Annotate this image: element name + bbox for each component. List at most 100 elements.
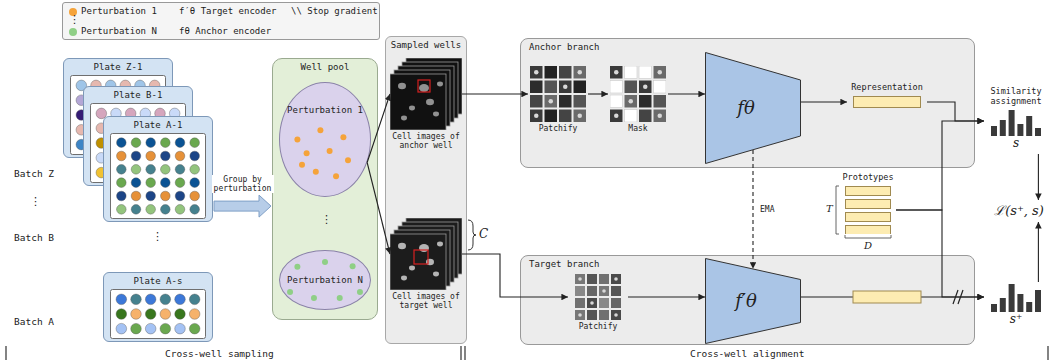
- cell-spot: [614, 70, 619, 75]
- plate-well: [145, 309, 156, 320]
- legend-entry: \\ Stop gradient: [291, 6, 378, 17]
- perturbation-dots: [279, 82, 371, 197]
- legend-entry: Perturbation N: [69, 26, 157, 37]
- anchor-branch-panel: Anchor branchPatchifyMaskfθRepresentatio…: [520, 38, 975, 168]
- cell-spot: [578, 277, 582, 281]
- node-text: f′θ: [735, 290, 771, 312]
- legend-box: Perturbation 1Perturbation Nf′θ Target e…: [62, 2, 380, 40]
- cell-blob: [433, 112, 439, 117]
- crop-highlight: [414, 250, 428, 264]
- prototype-vector: [846, 213, 891, 222]
- patch: [599, 286, 609, 296]
- patch: [574, 66, 587, 79]
- patch: [559, 95, 572, 108]
- plate-well: [131, 165, 141, 175]
- loss-term: ℒ(s⁺, s): [990, 200, 1048, 222]
- text-label: Cross-well sampling: [165, 348, 274, 359]
- node-text: Similarity assignment: [984, 86, 1048, 106]
- patch: [530, 66, 543, 79]
- target-well-images: Cell images of target well: [390, 218, 462, 314]
- cell-spot: [658, 70, 663, 75]
- plate-well: [116, 294, 127, 305]
- well-dot: [350, 263, 356, 269]
- patch: [654, 81, 667, 94]
- well-dot: [313, 169, 319, 175]
- plate-well: [131, 309, 142, 320]
- connector: [462, 93, 528, 94]
- patch: [625, 81, 638, 94]
- legend-text: Perturbation N: [81, 26, 157, 37]
- connector: [668, 93, 705, 94]
- node-text: Plate A-1: [134, 120, 183, 131]
- node-text: Cell images of anchor well: [390, 132, 462, 150]
- patch: [639, 110, 652, 123]
- node-text: Prototypes: [842, 172, 893, 183]
- histogram-bar: [1035, 290, 1041, 312]
- plate-well: [161, 205, 171, 215]
- cell-blob: [398, 83, 406, 89]
- perturbation-group: Perturbation 1: [279, 82, 371, 197]
- plate-well: [117, 205, 127, 215]
- node-text: Target branch: [521, 256, 607, 270]
- plate-well: [161, 138, 171, 148]
- plate-well: [161, 178, 171, 188]
- node-text: s⁺: [1010, 312, 1023, 326]
- patch: [610, 95, 623, 108]
- plate-well: [160, 294, 171, 305]
- prototype-bank: Prototypes: [840, 172, 896, 236]
- plate-frame: [111, 134, 206, 219]
- connector: [1038, 222, 1039, 282]
- well-dot: [299, 162, 305, 168]
- cell-spot: [534, 114, 539, 119]
- prototype-vector: [846, 226, 891, 235]
- patch: [610, 81, 623, 94]
- patch: [625, 95, 638, 108]
- cell-spot: [614, 114, 619, 119]
- plate-well: [146, 165, 156, 175]
- patch: [545, 66, 558, 79]
- patch: [654, 110, 667, 123]
- plate-well: [146, 205, 156, 215]
- cell-spot: [578, 313, 582, 317]
- patch: [599, 274, 609, 284]
- plate-well: [160, 323, 171, 334]
- cell-spot: [629, 99, 634, 104]
- plate-well: [145, 323, 156, 334]
- plate-frame: [111, 290, 206, 339]
- cell-image-stack: [390, 218, 462, 290]
- patch: [587, 274, 597, 284]
- node-text: ℒ(s⁺, s): [994, 203, 1044, 219]
- patchify-grid: Patchify: [528, 66, 588, 138]
- patch: [611, 274, 621, 284]
- cell-image-stack: [390, 58, 462, 130]
- patch-grid: [575, 274, 621, 320]
- patch: [639, 95, 652, 108]
- patch: [599, 298, 609, 308]
- cell-spot: [602, 289, 606, 293]
- text-label: Batch B: [14, 232, 54, 243]
- well-plate: [110, 289, 206, 339]
- anchor-encoder: fθ: [705, 52, 801, 164]
- plate-well: [175, 191, 185, 201]
- cell-blob: [409, 106, 415, 111]
- plate-well: [131, 191, 141, 201]
- symbol-label: ⋮: [152, 231, 163, 242]
- cell-blob: [409, 266, 415, 271]
- well-dot: [337, 295, 343, 301]
- flow-arrow: [214, 195, 271, 217]
- representation-vector: Representation: [847, 82, 927, 110]
- plate-well: [190, 165, 200, 175]
- cell-blob: [398, 243, 406, 249]
- patch: [639, 66, 652, 79]
- node-text: Plate A-s: [134, 276, 183, 287]
- symbol-label: D: [864, 240, 872, 251]
- cell-blob: [401, 276, 407, 281]
- cell-spot: [614, 277, 618, 281]
- well-dot: [327, 148, 333, 154]
- cell-spot: [534, 70, 539, 75]
- node-text: Mask: [628, 124, 647, 133]
- node-text: Cell images of target well: [390, 292, 462, 310]
- connector: [588, 93, 608, 94]
